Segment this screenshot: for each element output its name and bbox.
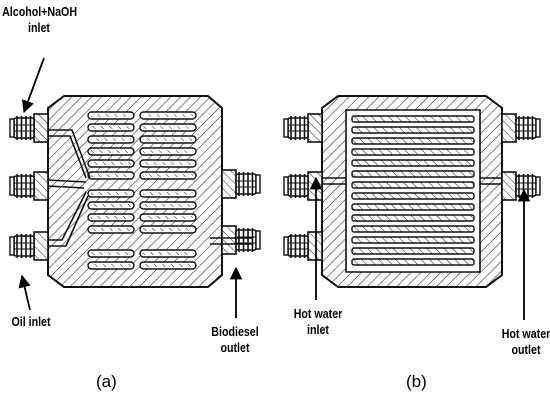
caption-a: (a) bbox=[96, 372, 117, 391]
fittings-a bbox=[9, 113, 261, 261]
channel-b-3 bbox=[351, 148, 475, 156]
inlet-fitting-a-1 bbox=[9, 113, 49, 143]
label-hot-water-outlet: Hot water outlet bbox=[496, 326, 550, 358]
label-biodiesel-outlet: Biodiesel outlet bbox=[206, 324, 263, 356]
channel-b-9 bbox=[351, 214, 475, 222]
micro-reactor-diagram-a bbox=[9, 95, 261, 288]
channel-b-8 bbox=[351, 203, 475, 211]
outlet-fitting-a-2 bbox=[221, 225, 261, 255]
label-biodiesel-outlet-line1: Biodiesel bbox=[211, 324, 259, 339]
label-hot-water-inlet: Hot water inlet bbox=[288, 306, 347, 338]
channel-b-5 bbox=[351, 170, 475, 178]
channel-b-11 bbox=[351, 236, 475, 244]
caption-b: (b) bbox=[406, 372, 427, 391]
channel-b-7 bbox=[351, 192, 475, 200]
label-hot-water-inlet-line1: Hot water bbox=[293, 306, 343, 321]
outlet-fitting-b-2 bbox=[501, 171, 541, 201]
label-alcohol-naoh-inlet: Alcohol+NaOH inlet bbox=[2, 4, 78, 36]
channel-b-6 bbox=[351, 181, 475, 189]
channel-b-2 bbox=[351, 137, 475, 145]
outlet-fitting-b-1 bbox=[501, 113, 541, 143]
channel-b-13 bbox=[351, 258, 475, 266]
label-alcohol-naoh-inlet-line1: Alcohol+NaOH bbox=[2, 4, 78, 19]
mixing-channels-a bbox=[47, 129, 252, 247]
label-hot-water-outlet-line1: Hot water bbox=[501, 326, 550, 341]
reactor-body-a bbox=[47, 95, 223, 288]
channel-b-10 bbox=[351, 225, 475, 233]
inlet-fitting-b-3 bbox=[283, 231, 323, 261]
fittings-b bbox=[283, 113, 541, 261]
flow-channels-a bbox=[87, 111, 197, 270]
inlet-fitting-b-1 bbox=[283, 113, 323, 143]
label-hot-water-inlet-line2: inlet bbox=[307, 322, 329, 337]
callout-arrows bbox=[18, 57, 531, 320]
water-passages-b bbox=[322, 177, 502, 185]
outlet-fitting-a-1 bbox=[221, 169, 261, 199]
channel-b-1 bbox=[351, 126, 475, 134]
label-hot-water-outlet-line2: outlet bbox=[511, 342, 541, 357]
label-oil-inlet: Oil inlet bbox=[2, 314, 59, 330]
label-oil-inlet-line1: Oil inlet bbox=[11, 314, 51, 329]
arrow-alcohol-inlet bbox=[22, 57, 45, 114]
channel-b-12 bbox=[351, 247, 475, 255]
arrow-oil-inlet bbox=[18, 274, 31, 311]
inlet-fitting-a-2 bbox=[9, 171, 49, 201]
channel-b-0 bbox=[351, 115, 475, 123]
micro-reactor-diagram-b bbox=[283, 95, 541, 288]
label-alcohol-naoh-inlet-line2: inlet bbox=[28, 20, 50, 35]
label-biodiesel-outlet-line2: outlet bbox=[220, 340, 250, 355]
flow-channels-b bbox=[351, 115, 475, 266]
channel-b-4 bbox=[351, 159, 475, 167]
inlet-fitting-a-3 bbox=[9, 231, 49, 261]
